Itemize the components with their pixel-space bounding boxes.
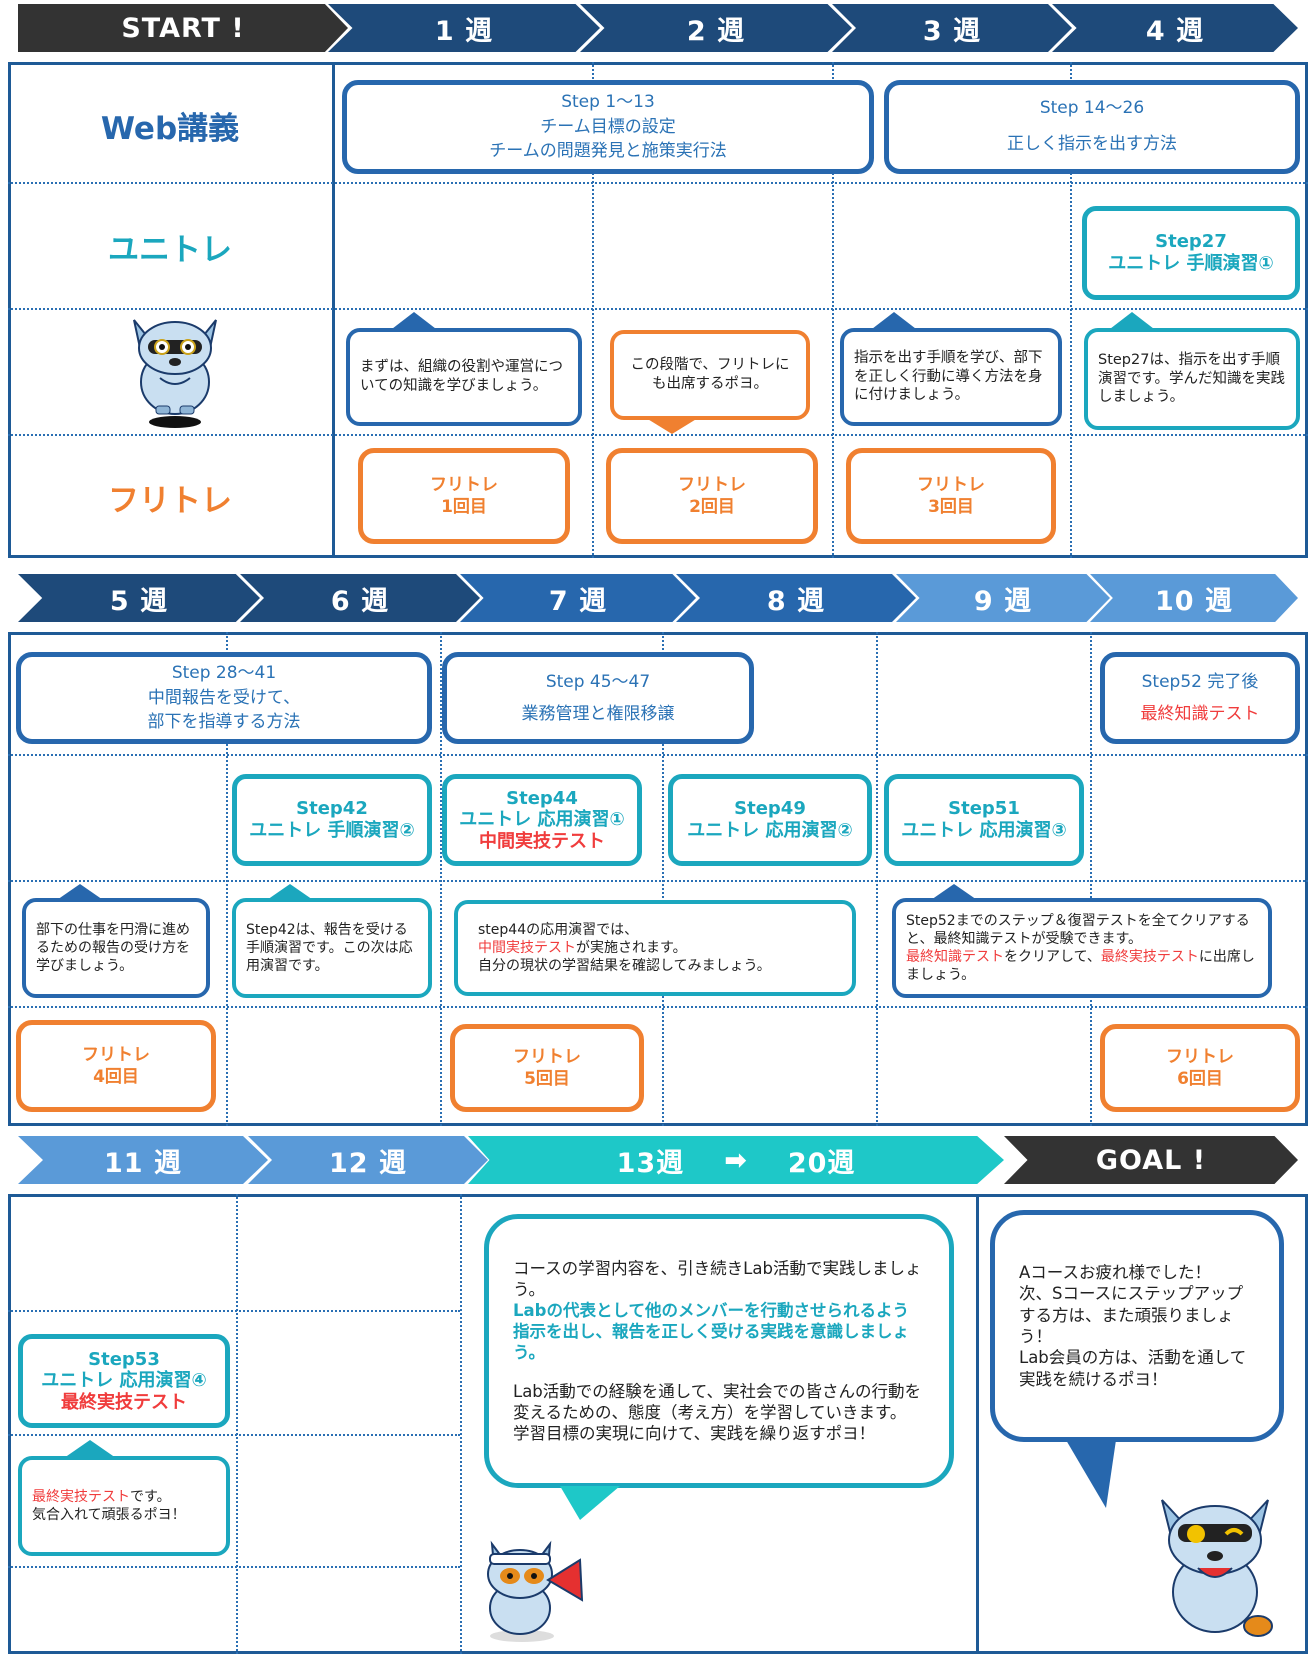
comment-bubble-3: 指示を出す手順を学び、部下を正しく行動に導く方法を身に付けましょう。 [840, 328, 1062, 426]
comment-bubble-9: 最終実技テストです。 気合入れて頑張るポヨ！ [18, 1456, 230, 1556]
week-4-chevron: 4 週 [1052, 4, 1298, 52]
header-row-3: 11 週 12 週 13週➡20週 GOAL ! [0, 1132, 1316, 1188]
arrow-right-icon: ➡ [724, 1144, 748, 1176]
week-2-chevron: 2 週 [580, 4, 852, 52]
comment-bubble-goal: Aコースお疲れ様でした！ 次、Sコースにステップアップする方は、また頑張りましょ… [990, 1210, 1284, 1442]
web-lecture-step52-final[interactable]: Step52 完了後最終知識テスト [1100, 652, 1300, 744]
mascot-image [120, 310, 230, 430]
comment-bubble-big: コースの学習内容を、引き続きLab活動で実践しましょう。 Labの代表として他の… [484, 1214, 954, 1488]
start-chevron: START ! [18, 4, 348, 52]
comment-bubble-8: Step52までのステップ＆復習テストを全てクリアすると、最終知識テストが受験で… [892, 898, 1272, 998]
label-column-divider [332, 62, 335, 558]
section-1-frame [8, 62, 1308, 558]
week-7-chevron: 7 週 [460, 574, 696, 622]
week-6-chevron: 6 週 [240, 574, 480, 622]
section-2-frame [8, 632, 1308, 1126]
header-row-1: START ! 1 週 2 週 3 週 4 週 [0, 0, 1316, 56]
week-5-chevron: 5 週 [18, 574, 260, 622]
mascot-megaphone-image [470, 1530, 590, 1642]
goal-chevron: GOAL ! [1004, 1136, 1298, 1184]
row-label-web: Web講義 [100, 110, 240, 147]
week-12-chevron: 12 週 [248, 1136, 488, 1184]
row-label-unitore: ユニトレ [108, 231, 232, 268]
week-11-chevron: 11 週 [18, 1136, 268, 1184]
week-10-chevron: 10 週 [1090, 574, 1298, 622]
week-8-chevron: 8 週 [676, 574, 916, 622]
row-label-furitore: フリトレ [108, 482, 232, 519]
comment-bubble-4: Step27は、指示を出す手順演習です。学んだ知識を実践しましょう。 [1084, 328, 1300, 430]
week-3-chevron: 3 週 [832, 4, 1072, 52]
header-row-2: 5 週 6 週 7 週 8 週 9 週 10 週 [0, 570, 1316, 626]
comment-bubble-6: Step42は、報告を受ける手順演習です。この次は応用演習です。 [232, 898, 432, 998]
comment-bubble-1: まずは、組織の役割や運営についての知識を学びましょう。 [346, 328, 582, 426]
week-13-20-chevron: 13週➡20週 [468, 1136, 1004, 1184]
week-1-chevron: 1 週 [328, 4, 600, 52]
comment-bubble-7: step44の応用演習では、 中間実技テストが実施されます。 自分の現状の学習結… [454, 900, 856, 996]
week-9-chevron: 9 週 [896, 574, 1110, 622]
comment-bubble-5: 部下の仕事を円滑に進めるための報告の受け方を学びましょう。 [22, 898, 210, 998]
mascot-goal-image [1140, 1480, 1290, 1640]
comment-bubble-2: この段階で、フリトレにも出席するポヨ。 [610, 330, 810, 420]
